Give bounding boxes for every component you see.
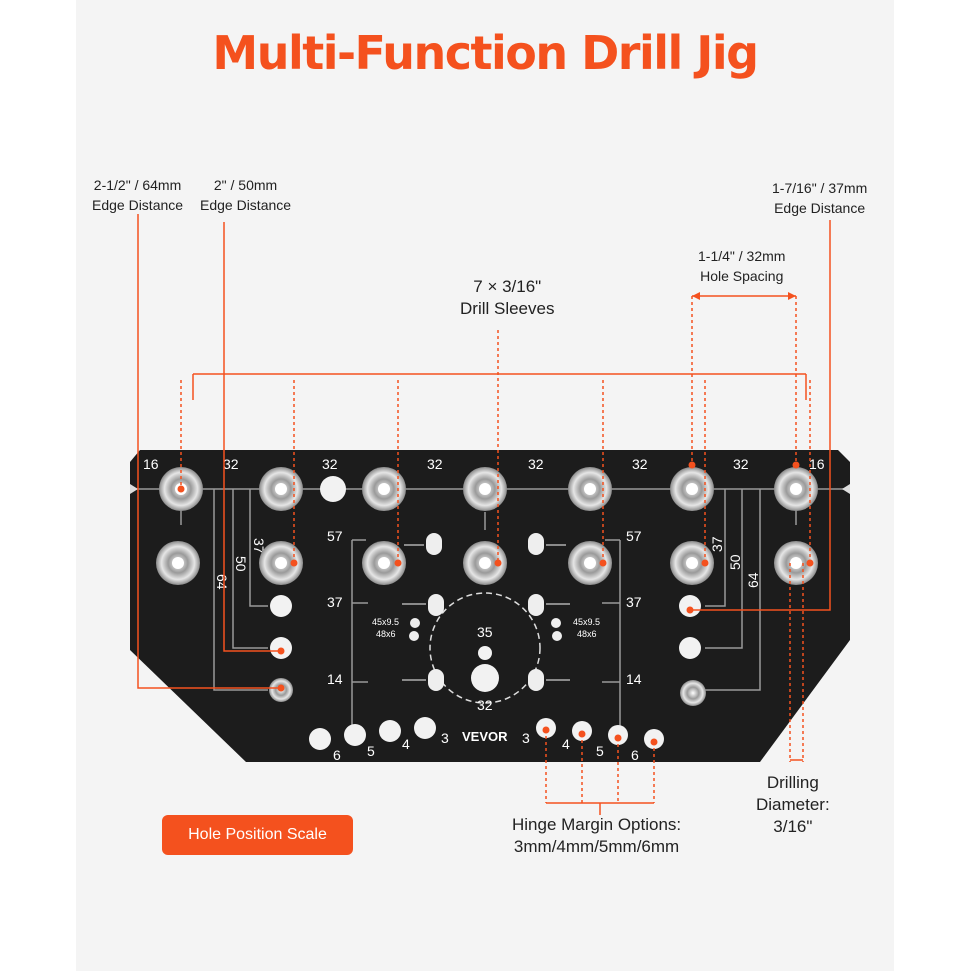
edge-guides-right <box>705 489 761 691</box>
scale-label: 32 <box>223 456 239 472</box>
row-label: 14 <box>327 671 343 687</box>
caption-line: 2-1/2" / 64mm <box>93 177 182 193</box>
jig-plate <box>130 450 850 762</box>
caption-line: Drilling <box>766 773 819 792</box>
center-guide-circle <box>429 592 541 704</box>
margin-label: 3 <box>441 730 449 746</box>
edge-distance-37-caption: 1-7/16" / 37mm Edge Distance <box>772 178 867 218</box>
marker-dots <box>177 461 814 746</box>
caption-line: 1-7/16" / 37mm <box>772 180 868 196</box>
row-label: 57 <box>626 528 642 544</box>
margin-label: 4 <box>562 736 570 752</box>
slot-label: 48x6 <box>577 629 597 639</box>
caption-line: Hinge Margin Options: <box>512 815 682 834</box>
caption-line: 3/16" <box>773 817 813 836</box>
caption-line: Diameter: <box>756 795 830 814</box>
scale-label: 32 <box>733 456 749 472</box>
drill-sleeves-second <box>156 541 818 585</box>
spacing-arrow-right-icon <box>788 292 796 300</box>
scale-ticks <box>180 510 797 530</box>
vertical-label: 37 <box>251 538 267 554</box>
slot-label: 48x6 <box>376 629 396 639</box>
hinge-margin-caption: Hinge Margin Options: 3mm/4mm/5mm/6mm <box>512 814 681 858</box>
margin-label: 4 <box>402 736 410 752</box>
spacing-arrow-left-icon <box>692 292 700 300</box>
edge-guides-left <box>213 489 268 691</box>
scale-label: 32 <box>322 456 338 472</box>
hole-spacing-caption: 1-1/4" / 32mm Hole Spacing <box>698 246 785 286</box>
annotation-lines <box>137 214 831 815</box>
caption-line: Drill Sleeves <box>460 299 555 318</box>
caption-line: Hole Spacing <box>700 268 784 284</box>
scale-arrow-left-icon <box>130 484 138 494</box>
center-small-hole <box>478 646 492 660</box>
center-large-hole <box>471 664 499 692</box>
margin-label: 6 <box>333 747 341 763</box>
row-label: 57 <box>327 528 343 544</box>
drilling-diameter-caption: Drilling Diameter: 3/16" <box>756 772 830 838</box>
scale-label: 32 <box>632 456 648 472</box>
vertical-label: 50 <box>727 554 743 570</box>
margin-label: 5 <box>367 743 375 759</box>
row-guides <box>351 539 621 728</box>
caption-line: 1-1/4" / 32mm <box>698 248 786 264</box>
center-label: 35 <box>477 624 493 640</box>
margin-label: 5 <box>596 743 604 759</box>
slot-label: 45x9.5 <box>372 617 399 627</box>
caption-line: Edge Distance <box>774 200 866 216</box>
margin-label: 6 <box>631 747 639 763</box>
scale-label: 16 <box>143 456 159 472</box>
edge-distance-50-caption: 2" / 50mm Edge Distance <box>200 175 291 215</box>
drill-sleeves-top <box>159 467 818 511</box>
row-label: 37 <box>327 594 343 610</box>
hinge-slots <box>409 533 562 691</box>
margin-label: 3 <box>522 730 530 746</box>
row-label: 37 <box>626 594 642 610</box>
scale-arrow-right-icon <box>842 484 850 494</box>
scale-label: 16 <box>809 456 825 472</box>
page-title: Multi-Function Drill Jig <box>212 26 759 80</box>
brand-logo: VEVOR <box>462 729 508 744</box>
vertical-label: 64 <box>214 574 230 590</box>
slot-label: 45x9.5 <box>573 617 600 627</box>
caption-line: 3mm/4mm/5mm/6mm <box>513 837 680 856</box>
caption-line: Edge Distance <box>200 197 292 213</box>
center-label: 32 <box>477 697 493 713</box>
vertical-label: 37 <box>709 536 725 552</box>
edge-distance-64-caption: 2-1/2" / 64mm Edge Distance <box>92 175 183 215</box>
slot-wings <box>402 544 570 681</box>
caption-line: 7 × 3/16" <box>473 277 542 296</box>
row-label: 14 <box>626 671 642 687</box>
vertical-label: 50 <box>233 556 249 572</box>
scale-label: 32 <box>528 456 544 472</box>
drill-sleeves-caption: 7 × 3/16" Drill Sleeves <box>460 276 554 320</box>
scale-label: 32 <box>427 456 443 472</box>
hole-position-scale-button[interactable]: Hole Position Scale <box>162 815 353 855</box>
caption-line: 2" / 50mm <box>213 177 278 193</box>
vertical-label: 64 <box>745 572 761 588</box>
caption-line: Edge Distance <box>92 197 184 213</box>
